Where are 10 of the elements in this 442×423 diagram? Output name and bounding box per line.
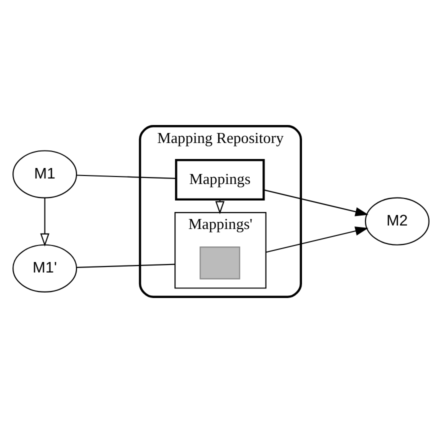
arrow [266, 226, 368, 253]
node-ellipse: M1 [12, 150, 78, 198]
node-ellipse: M2 [364, 197, 430, 246]
node-box [200, 246, 240, 280]
connector [76, 174, 176, 179]
node-ellipse: M1' [12, 244, 78, 292]
arrow [40, 198, 50, 247]
arrow [264, 189, 368, 216]
connector [76, 264, 176, 268]
cluster: Mappings' [174, 212, 266, 289]
